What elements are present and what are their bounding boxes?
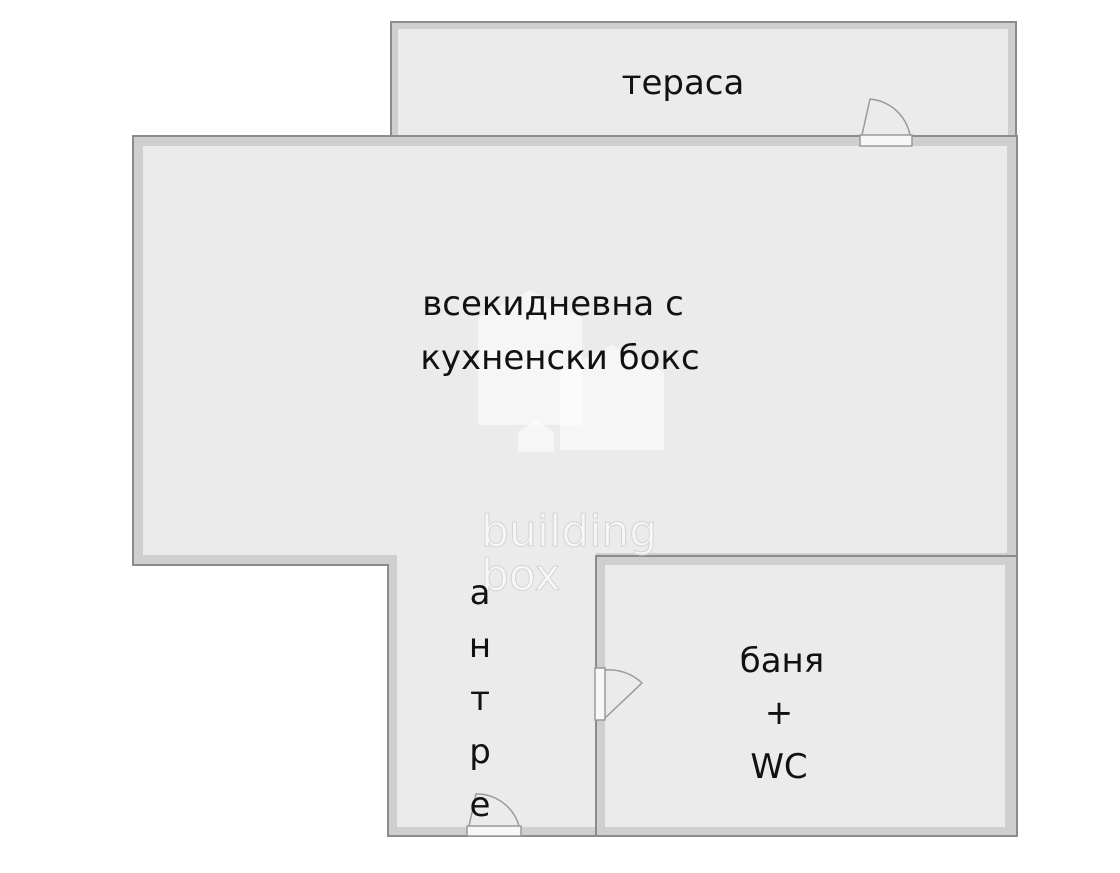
watermark-house-shape xyxy=(478,290,582,425)
bathroom-label-line3: WC xyxy=(750,747,807,787)
terrace-floor xyxy=(398,29,1008,135)
watermark: building box xyxy=(478,290,664,602)
watermark-line1: building xyxy=(481,506,657,557)
bathroom-label-line2: + xyxy=(765,693,794,733)
terrace-label: тераса xyxy=(622,63,745,103)
living-room-floor xyxy=(143,146,1007,827)
watermark-house-shape-3 xyxy=(518,420,554,452)
terrace-door xyxy=(859,98,913,147)
terrace-door-opening xyxy=(859,134,913,147)
terrace-door-swing xyxy=(861,98,911,136)
hallway-letter-2: н xyxy=(469,626,491,666)
entrance-door-swing xyxy=(468,793,520,827)
bathroom-door-swing xyxy=(604,669,644,719)
bathroom-door xyxy=(594,667,644,721)
living-room-label-line1: всекидневна с xyxy=(422,284,684,324)
hallway-letter-1: а xyxy=(470,573,491,613)
hallway-letter-5: е xyxy=(470,785,491,825)
watermark-line2: box xyxy=(481,550,561,601)
terrace-room xyxy=(390,21,1017,144)
living-room-label-line2: кухненски бокс xyxy=(420,338,699,378)
bathroom-room xyxy=(595,555,1018,837)
bathroom-door-opening xyxy=(594,667,606,721)
hallway-letter-4: р xyxy=(469,732,491,772)
entrance-door-opening xyxy=(466,825,522,837)
bathroom-floor xyxy=(605,565,1005,827)
entrance-door xyxy=(466,793,522,837)
hallway-letter-3: т xyxy=(470,679,490,719)
watermark-house-shape-2 xyxy=(560,345,664,450)
bathroom-label-line1: баня xyxy=(740,641,825,681)
